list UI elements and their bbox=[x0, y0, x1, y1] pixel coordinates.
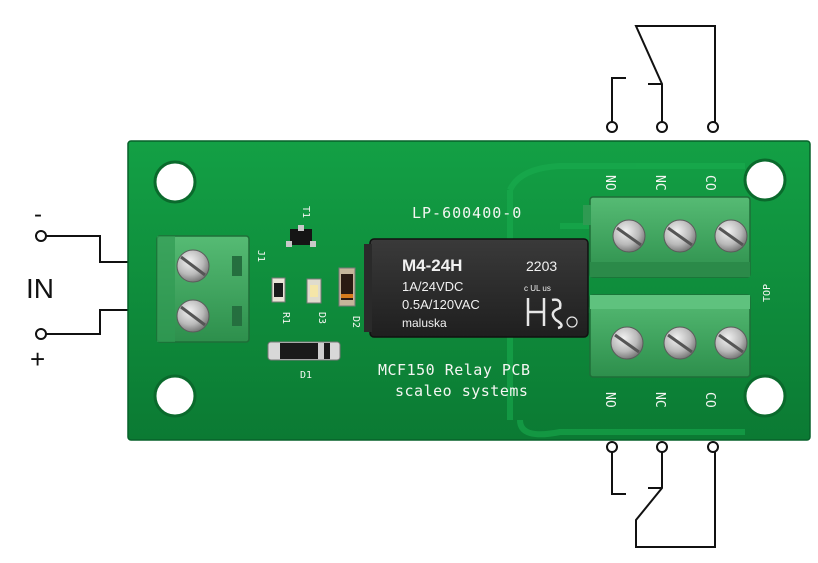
maker-silkscreen: scaleo systems bbox=[395, 382, 528, 400]
relay-brand: maluska bbox=[402, 316, 447, 330]
top-contact-schematic bbox=[611, 25, 716, 126]
mounting-hole-top-right bbox=[743, 158, 787, 202]
r1-silkscreen: R1 bbox=[280, 312, 291, 324]
relay-model: M4-24H bbox=[402, 256, 462, 275]
relay-rating-ac: 0.5A/120VAC bbox=[402, 297, 480, 312]
mounting-hole-bottom-left bbox=[153, 374, 197, 418]
input-terminal-block bbox=[156, 235, 250, 343]
d1-silkscreen: D1 bbox=[300, 370, 312, 381]
j1-silkscreen: J1 bbox=[255, 250, 266, 262]
relay-cert-logo: c UL us bbox=[524, 284, 578, 330]
top-no-terminal-dot bbox=[606, 121, 618, 133]
board-name-silkscreen: MCF150 Relay PCB bbox=[378, 361, 531, 379]
bottom-no-silkscreen: NO bbox=[602, 392, 617, 408]
bottom-co-silkscreen: CO bbox=[702, 392, 717, 408]
part-number-silkscreen: LP-600400-0 bbox=[412, 204, 522, 222]
t1-silkscreen: T1 bbox=[300, 206, 311, 218]
svg-text:c UL us: c UL us bbox=[524, 284, 551, 293]
top-no-silkscreen: NO bbox=[602, 175, 617, 191]
input-wiring bbox=[46, 235, 128, 335]
resistor-r1 bbox=[271, 277, 286, 303]
mounting-hole-bottom-right bbox=[743, 374, 787, 418]
top-nc-terminal-dot bbox=[656, 121, 668, 133]
input-plus-terminal-dot bbox=[35, 328, 47, 340]
transistor-t1 bbox=[286, 225, 316, 247]
bottom-co-terminal-dot bbox=[707, 441, 719, 453]
led-d3 bbox=[306, 278, 322, 304]
bottom-nc-terminal-dot bbox=[656, 441, 668, 453]
d3-silkscreen: D3 bbox=[316, 312, 327, 324]
input-in-label: IN bbox=[26, 273, 54, 304]
bottom-no-terminal-dot bbox=[606, 441, 618, 453]
relay-date-code: 2203 bbox=[526, 258, 557, 274]
bottom-nc-silkscreen: NC bbox=[652, 392, 667, 408]
d2-silkscreen: D2 bbox=[350, 316, 361, 328]
bottom-contact-schematic bbox=[611, 450, 716, 548]
top-nc-silkscreen: NC bbox=[652, 175, 667, 191]
top-output-terminal-block bbox=[583, 196, 751, 278]
top-co-silkscreen: CO bbox=[702, 175, 717, 191]
mounting-hole-top-left bbox=[153, 160, 197, 204]
input-minus-label: - bbox=[34, 201, 42, 228]
relay-rating-dc: 1A/24VDC bbox=[402, 279, 463, 294]
input-minus-terminal-dot bbox=[35, 230, 47, 242]
input-plus-label: + bbox=[30, 344, 45, 374]
diode-d2 bbox=[338, 267, 356, 307]
top-mark-silkscreen: TOP bbox=[762, 284, 773, 302]
bottom-output-terminal-block bbox=[589, 294, 751, 378]
top-co-terminal-dot bbox=[707, 121, 719, 133]
diode-d1 bbox=[267, 341, 341, 361]
relay bbox=[364, 238, 589, 338]
